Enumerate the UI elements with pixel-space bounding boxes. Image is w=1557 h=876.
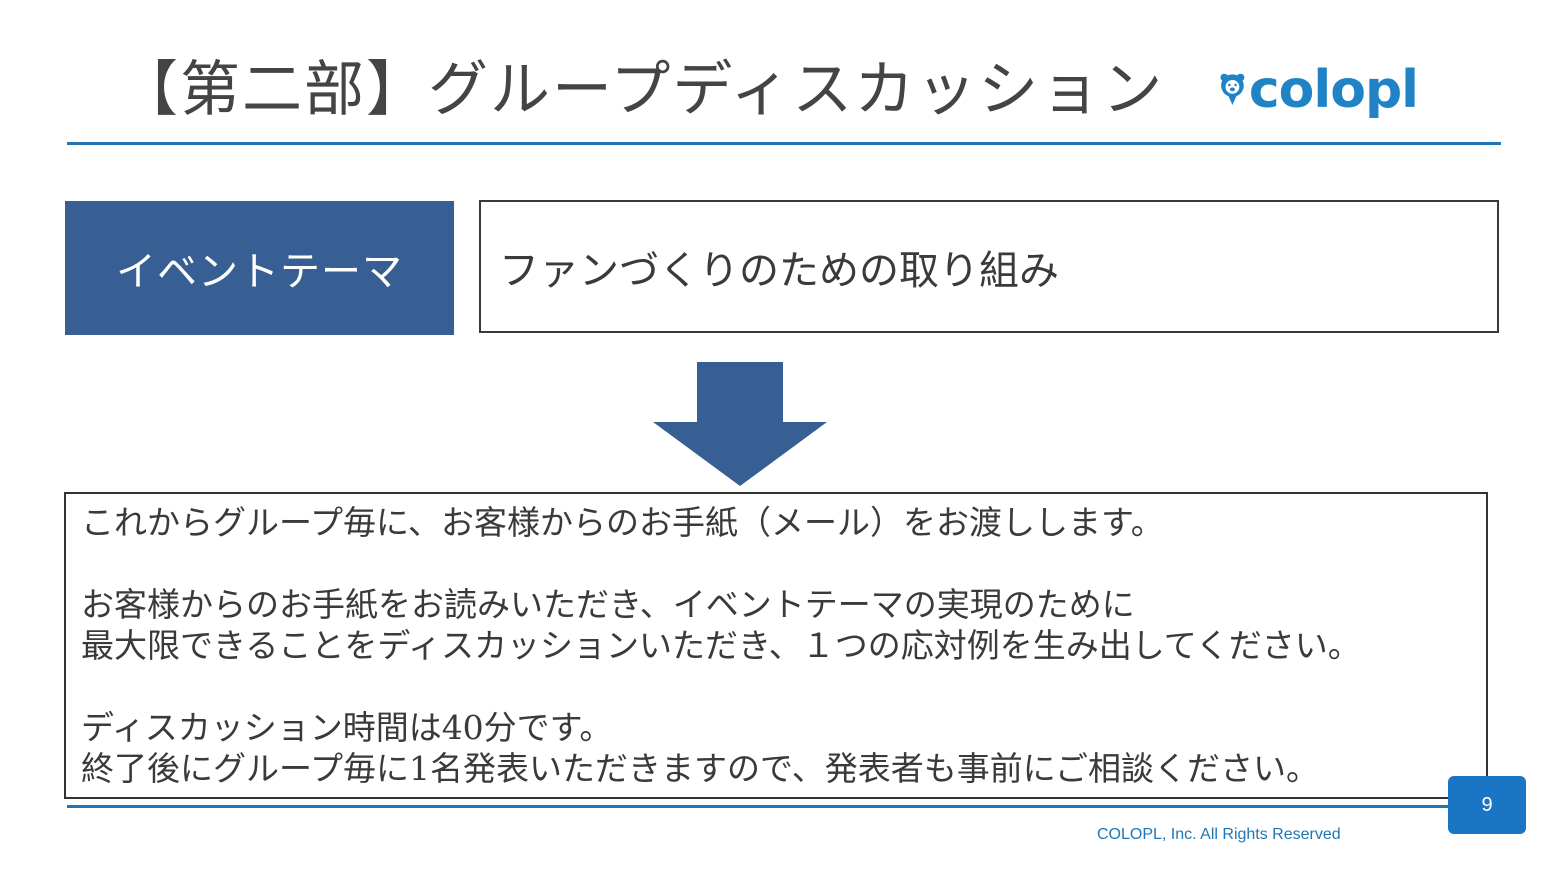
footer-divider — [67, 805, 1449, 808]
header-divider — [67, 142, 1501, 145]
instruction-line: お客様からのお手紙をお読みいただき、イベントテーマの実現のために — [81, 585, 1135, 624]
theme-value: ファンづくりのための取り組み — [479, 200, 1499, 333]
instruction-line: 最大限できることをディスカッションいただき、１つの応対例を生み出してください。 — [81, 626, 1361, 665]
page-number: 9 — [1448, 776, 1526, 834]
spacer — [81, 666, 1486, 707]
instruction-line: 終了後にグループ毎に1名発表いただきますので、発表者も事前にご相談ください。 — [81, 749, 1320, 788]
instructions-box: これからグループ毎に、お客様からのお手紙（メール）をお渡しします。 お客様からの… — [64, 492, 1488, 799]
down-arrow-icon — [653, 362, 827, 486]
bear-pin-icon — [1220, 73, 1245, 106]
instruction-line: これからグループ毎に、お客様からのお手紙（メール）をお渡しします。 — [81, 503, 1164, 542]
spacer — [81, 543, 1486, 584]
colopl-logo: colopl — [1218, 58, 1419, 122]
instruction-line: ディスカッション時間は40分です。 — [81, 708, 613, 747]
theme-label: イベントテーマ — [65, 201, 454, 335]
slide-title: 【第二部】グループディスカッション — [118, 55, 1165, 125]
logo-wordmark: colopl — [1248, 60, 1419, 120]
copyright-text: COLOPL, Inc. All Rights Reserved — [1097, 826, 1341, 843]
